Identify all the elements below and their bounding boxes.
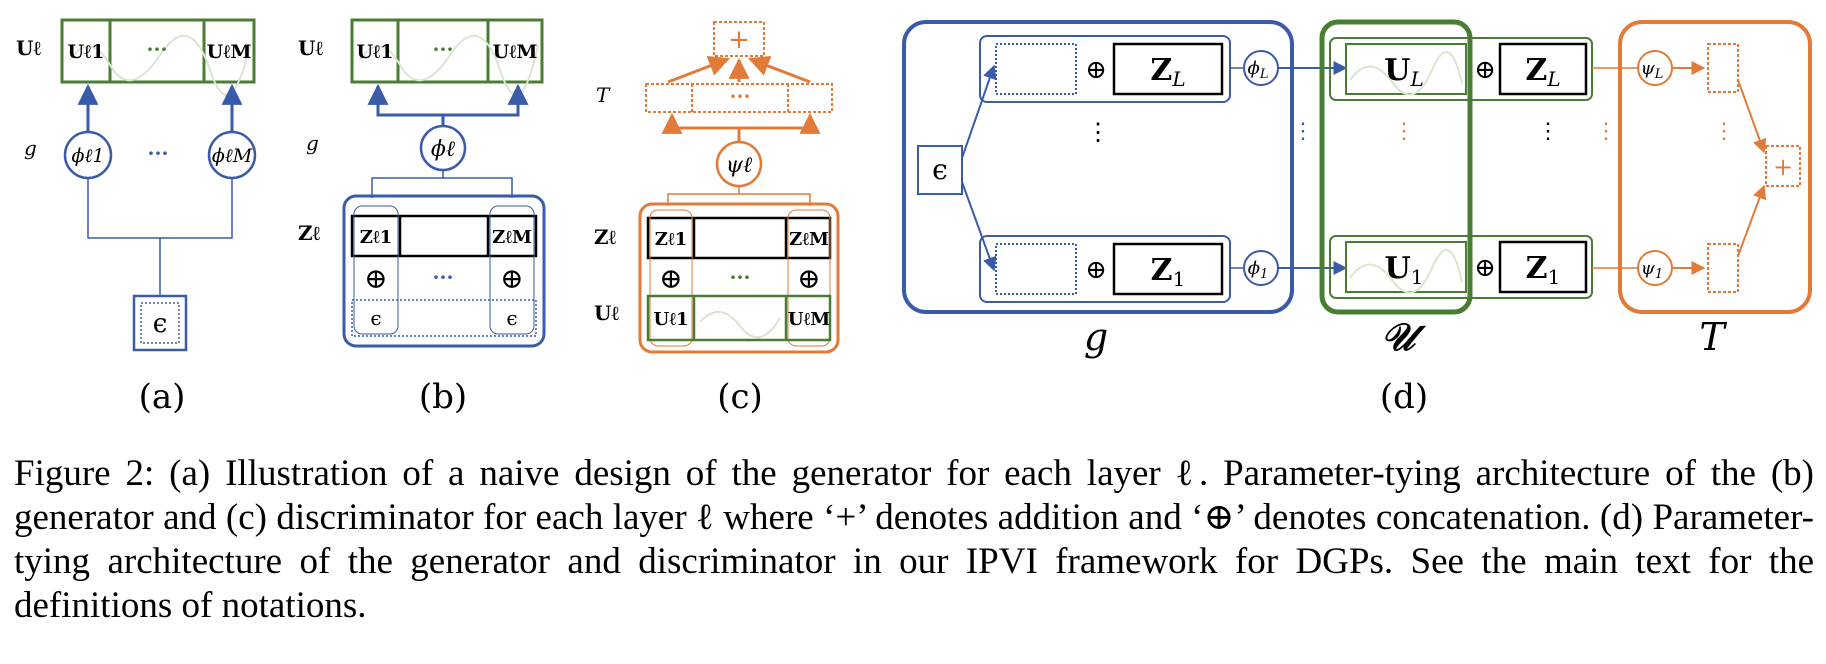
- row-label-z: Zℓ: [594, 225, 617, 249]
- z-bottom-box: [1112, 242, 1224, 296]
- t-out-bottom: [1707, 243, 1739, 293]
- oplus-m: ⊕: [500, 262, 523, 295]
- svg-text:ϕ1: ϕ1: [1248, 258, 1269, 282]
- panel-c: T Zℓ Uℓ + ··· ψℓ Zℓ1 ZℓM ⊕ ··· ⊕ Uℓ1 UℓM: [594, 21, 840, 417]
- z-cell-1: Zℓ1: [655, 229, 687, 250]
- row-label-g: g: [24, 136, 37, 160]
- noise-box-top: [995, 43, 1077, 95]
- oplus-top: ⊕: [1085, 55, 1107, 85]
- u-cell-m: UℓM: [493, 41, 538, 63]
- epsilon-box: [132, 294, 188, 352]
- panel-d: ϵ ⊕ ZL ⋮ ⊕ Z1 ϕL ϕ1 ⋮ UL ⊕ ZL ⋮ ⋮: [902, 19, 1812, 417]
- z-bottom-box-2: [1498, 240, 1588, 294]
- z-bottom: Z1: [1151, 253, 1186, 291]
- svg-text:ψL: ψL: [1641, 58, 1664, 82]
- panel-label-c: (c): [717, 377, 763, 417]
- sum-box: [713, 21, 765, 57]
- u-cell-m: UℓM: [207, 41, 252, 63]
- panel-a: Uℓ g Uℓ1 ··· UℓM ϕℓ1 ··· ϕℓM ϵ (a): [16, 18, 257, 417]
- u-row-box: [350, 18, 544, 84]
- z-top-box: [1112, 42, 1224, 96]
- oplus-1: ⊕: [659, 262, 682, 295]
- eps-cell-1: ϵ: [370, 306, 381, 330]
- panel-b: Uℓ g Zℓ Uℓ1 ··· UℓM ϕℓ Zℓ1 ZℓM ⊕ ··· ⊕ ϵ…: [298, 18, 546, 417]
- sum-plus: +: [1773, 153, 1793, 181]
- oplus-m: ⊕: [797, 262, 820, 295]
- z-cell-1: Zℓ1: [360, 227, 392, 248]
- svg-text:ϕℓM: ϕℓM: [212, 145, 253, 167]
- vdots-u: ⋮: [1393, 119, 1415, 144]
- oplus-1: ⊕: [364, 262, 387, 295]
- vdots-t: ⋮: [1713, 119, 1735, 144]
- t-group-box: [1618, 20, 1812, 314]
- group-label-g: g: [1084, 315, 1108, 359]
- phi-dots: ···: [148, 141, 169, 165]
- t-out-top: [1707, 43, 1739, 93]
- sum-plus: +: [728, 25, 750, 55]
- row-label-g: g: [306, 131, 319, 155]
- u-row-box: [60, 18, 256, 84]
- z-row-box: [350, 214, 538, 258]
- t-row-dots: ···: [730, 84, 751, 108]
- z-cell-m: ZℓM: [789, 229, 829, 250]
- oplus-u-bottom: ⊕: [1474, 253, 1496, 283]
- oplus-bottom: ⊕: [1085, 255, 1107, 285]
- z-top-2: ZL: [1525, 53, 1560, 91]
- discriminator-box: [638, 202, 840, 354]
- svg-text:ψℓ: ψℓ: [726, 153, 753, 178]
- panel-label-b: (b): [419, 377, 467, 417]
- u-cell-dots: ···: [433, 37, 454, 61]
- row-label-u: Uℓ: [594, 301, 619, 325]
- t-row-top: [1329, 37, 1593, 101]
- svg-text:ϕL: ϕL: [1248, 58, 1269, 82]
- vdots-g: ⋮: [1086, 118, 1110, 146]
- z-bottom-2: Z1: [1526, 251, 1561, 289]
- z-top: ZL: [1150, 53, 1185, 91]
- g-row-top: [979, 35, 1231, 103]
- svg-text:ϕℓ: ϕℓ: [431, 137, 456, 162]
- u-cell-1: Uℓ1: [357, 41, 394, 63]
- svg-text:ψ1: ψ1: [1641, 258, 1663, 282]
- epsilon-box: [917, 145, 963, 195]
- sum-box: [1765, 145, 1801, 187]
- svg-text:ϕℓ1: ϕℓ1: [72, 145, 105, 167]
- u-row-box: [646, 294, 832, 342]
- oplus-dots: ···: [433, 265, 454, 289]
- u-cell-1: Uℓ1: [654, 309, 689, 330]
- u-cell-dots: ···: [147, 37, 168, 61]
- u-cell-1: Uℓ1: [68, 41, 105, 63]
- group-label-u: 𝒰: [1381, 314, 1427, 359]
- panel-label-d: (d): [1380, 377, 1428, 417]
- t-row-bottom: [1329, 235, 1593, 299]
- epsilon: ϵ: [153, 309, 168, 339]
- noise-box-bottom: [995, 243, 1077, 295]
- g-row-bottom: [979, 235, 1231, 303]
- vdots-z: ⋮: [1537, 119, 1559, 144]
- u-cell-m: UℓM: [788, 309, 830, 330]
- eps-cell-m: ϵ: [506, 306, 517, 330]
- g-group-box: [902, 20, 1294, 314]
- group-label-t: T: [1699, 315, 1727, 359]
- row-label-t: T: [596, 83, 611, 107]
- figure-2-diagram: Uℓ g Uℓ1 ··· UℓM ϕℓ1 ··· ϕℓM ϵ (a) Uℓ g …: [16, 18, 1812, 417]
- epsilon: ϵ: [932, 153, 948, 186]
- z-top-box-2: [1498, 42, 1588, 96]
- panel-label-a: (a): [139, 377, 186, 417]
- epsilon-row-box: [351, 299, 537, 337]
- row-label-z: Zℓ: [298, 221, 321, 245]
- u-top: UL: [1384, 53, 1423, 91]
- vdots-phi: ⋮: [1292, 119, 1314, 144]
- row-label-u: Uℓ: [298, 36, 323, 60]
- u-group-box: [1319, 19, 1473, 315]
- oplus-dots: ···: [730, 265, 751, 289]
- figure-caption: Figure 2: (a) Illustration of a naive de…: [14, 453, 1814, 626]
- vdots-t-left: ⋮: [1595, 119, 1617, 144]
- oplus-u-top: ⊕: [1474, 55, 1496, 85]
- row-label-u: Uℓ: [16, 36, 41, 60]
- u-bottom: U1: [1385, 251, 1424, 289]
- t-row-box: [645, 83, 833, 113]
- generator-box: [342, 194, 546, 348]
- z-cell-m: ZℓM: [492, 227, 532, 248]
